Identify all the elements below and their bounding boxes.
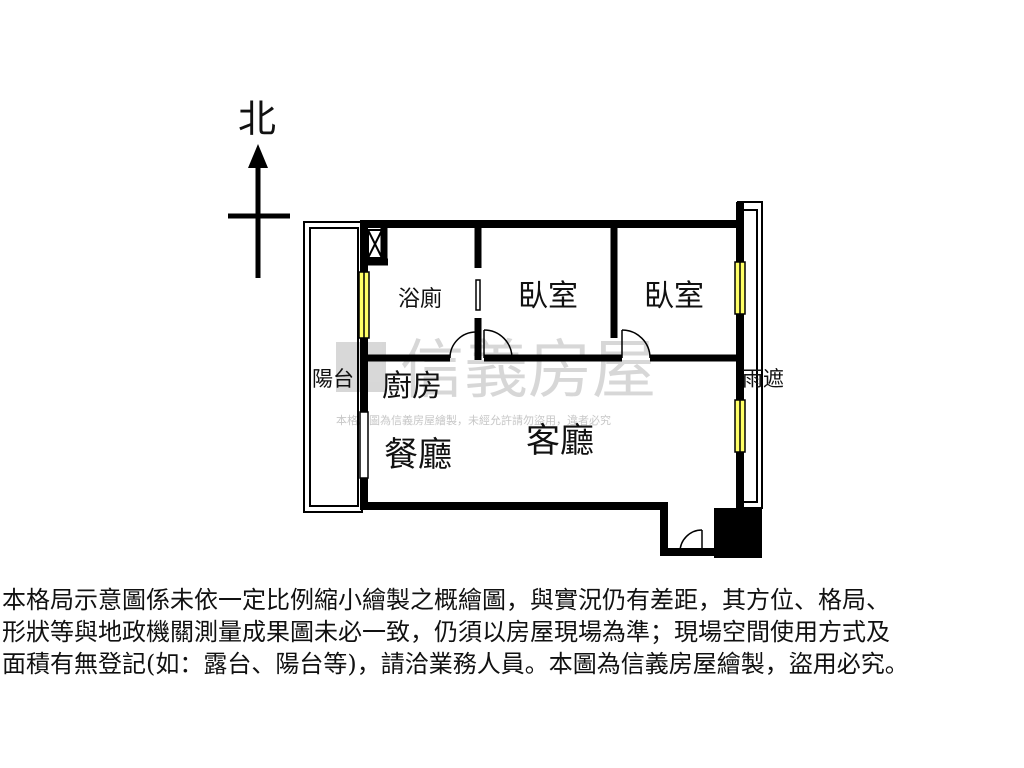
window-west-lower: [359, 411, 369, 479]
door-bedroom-1-arc: [483, 329, 513, 359]
north-label: 北: [238, 97, 276, 141]
duct-icon: [367, 229, 383, 259]
disclaimer-text: 本格局示意圖係未依一定比例縮小繪製之概繪圖，與實況仍有差距，其方位、格局、 形狀…: [2, 584, 1020, 680]
floor-plan: 北 信義房屋 本格局圖為信義房屋繪製，未經允許請勿盜用，違者必究: [228, 97, 784, 558]
door-bath-arc: [449, 331, 477, 359]
watermark-brand: 信義房屋: [400, 334, 656, 408]
room-label-balcony: 陽台: [312, 367, 354, 391]
entrance-pillar: [714, 508, 762, 558]
window-bath: [475, 279, 481, 311]
watermark-note: 本格局圖為信義房屋繪製，未經允許請勿盜用，違者必究: [336, 413, 611, 427]
disclaimer-line-3: 面積有無登記(如：露台、陽台等)，請洽業務人員。本圖為信義房屋繪製，盜用必究。: [2, 650, 909, 678]
room-label-dining: 餐廳: [384, 435, 452, 475]
disclaimer-line-2: 形狀等與地政機關測量成果圖未必一致，仍須以房屋現場為準；現場空間使用方式及: [2, 618, 890, 646]
door-entrance-arc: [679, 529, 703, 553]
room-label-bath: 浴廁: [398, 287, 442, 312]
door-bedroom-2-arc: [621, 329, 651, 359]
doors: [449, 329, 703, 553]
room-label-living: 客廳: [526, 421, 594, 461]
interior-walls: [364, 224, 740, 362]
watermark: 信義房屋 本格局圖為信義房屋繪製，未經允許請勿盜用，違者必究: [336, 334, 656, 427]
windows: [358, 261, 746, 479]
compass: 北: [228, 97, 290, 278]
room-label-canopy: 雨遮: [742, 367, 784, 391]
room-label-bedroom-2: 臥室: [644, 279, 704, 314]
room-label-kitchen: 廚房: [382, 369, 442, 404]
disclaimer-line-1: 本格局示意圖係未依一定比例縮小繪製之概繪圖，與實況仍有差距，其方位、格局、: [2, 586, 890, 614]
room-label-bedroom-1: 臥室: [518, 279, 578, 314]
north-arrow-icon: [248, 144, 268, 168]
